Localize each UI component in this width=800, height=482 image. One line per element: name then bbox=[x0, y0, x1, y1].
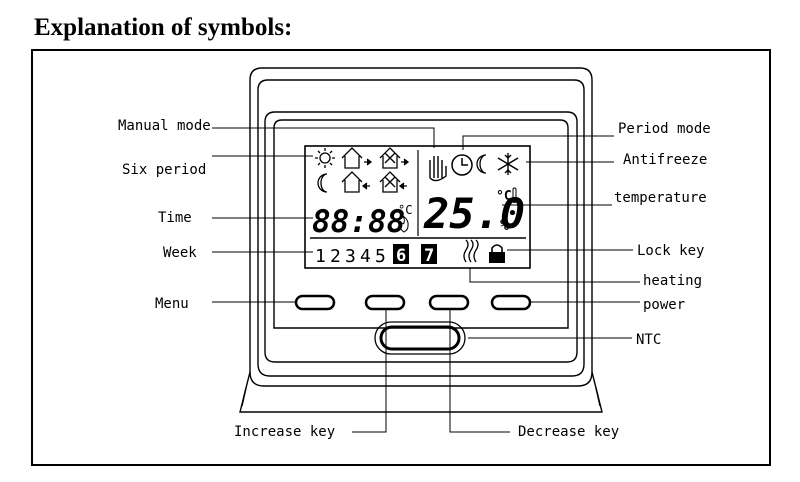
diagram-title: Explanation of symbols: bbox=[34, 14, 293, 41]
moon-icon bbox=[476, 154, 487, 174]
six-period-label: Six period bbox=[122, 162, 207, 178]
lcd-screen bbox=[304, 145, 531, 269]
week-day-6-box bbox=[393, 244, 409, 264]
house-return-icon bbox=[341, 171, 370, 193]
house-leave-icon bbox=[341, 147, 373, 169]
increase-button[interactable] bbox=[364, 294, 406, 311]
flame-icon bbox=[399, 215, 409, 233]
menu-label: Menu bbox=[155, 296, 189, 312]
week-day-1: 1 bbox=[315, 246, 326, 267]
thermostat-body bbox=[239, 67, 603, 413]
ntc-label: NTC bbox=[636, 332, 662, 348]
increase-key-label: Increase key bbox=[234, 424, 336, 440]
week-day-7: 7 bbox=[424, 246, 434, 266]
thermometer-icon bbox=[511, 187, 518, 203]
week-day-5: 5 bbox=[375, 246, 386, 267]
heating-label: heating bbox=[643, 273, 703, 289]
week-label: Week bbox=[163, 245, 197, 261]
week-day-7-box bbox=[421, 244, 437, 264]
moon-icon bbox=[317, 173, 328, 193]
lock-key-label: Lock key bbox=[637, 243, 705, 259]
house-sleep-icon bbox=[379, 171, 407, 193]
clock-digits: 88:88 bbox=[312, 204, 405, 240]
sun-icon bbox=[315, 148, 335, 168]
week-day-2: 2 bbox=[330, 246, 341, 267]
frame-border bbox=[31, 49, 771, 466]
heating-icon bbox=[463, 239, 479, 263]
humidity-unit: % bbox=[500, 216, 509, 234]
power-label: power bbox=[643, 297, 686, 313]
leader-lines bbox=[212, 127, 640, 433]
manual-mode-label: Manual mode bbox=[118, 118, 211, 134]
week-day-3: 3 bbox=[345, 246, 356, 267]
power-button[interactable] bbox=[490, 294, 532, 311]
ntc-sensor bbox=[374, 321, 466, 355]
lock-icon bbox=[489, 244, 505, 263]
temperature-label: temperature bbox=[614, 190, 707, 206]
menu-button[interactable] bbox=[294, 294, 336, 311]
temperature-unit: °C bbox=[496, 189, 512, 204]
hand-icon bbox=[429, 156, 447, 182]
week-day-6: 6 bbox=[396, 246, 406, 266]
decrease-button[interactable] bbox=[428, 294, 470, 311]
antifreeze-label: Antifreeze bbox=[623, 152, 708, 168]
week-day-4: 4 bbox=[360, 246, 371, 267]
period-mode-label: Period mode bbox=[618, 121, 711, 137]
snowflake-icon bbox=[497, 153, 519, 175]
temperature-digits: 25.0 bbox=[423, 189, 525, 238]
house-away-icon bbox=[379, 147, 410, 169]
clock-unit: °C bbox=[398, 203, 412, 217]
decrease-key-label: Decrease key bbox=[518, 424, 620, 440]
clock-icon bbox=[451, 154, 473, 176]
time-label: Time bbox=[158, 210, 192, 226]
